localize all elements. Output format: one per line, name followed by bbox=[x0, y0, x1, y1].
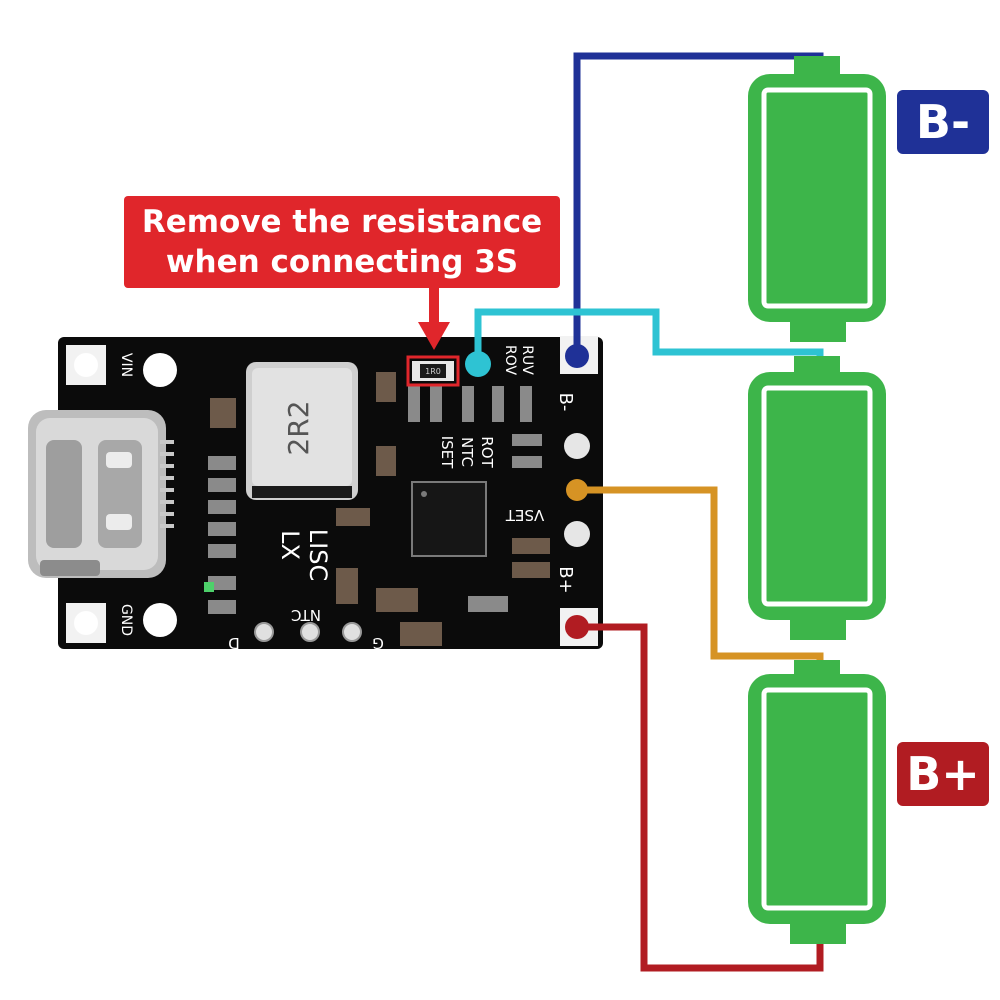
inductor-marking: 2R2 bbox=[282, 400, 315, 455]
silk-iset: ISET bbox=[438, 436, 456, 469]
silk-ruv: RUV bbox=[519, 345, 535, 375]
callout-label: Remove the resistance when connecting 3S bbox=[124, 196, 560, 288]
battery-cell-2 bbox=[748, 356, 886, 640]
removable-resistor: 1R0 bbox=[406, 355, 460, 387]
battery-cell-3 bbox=[748, 660, 886, 944]
callout-line-1: Remove the resistance bbox=[141, 204, 543, 240]
smd-components bbox=[204, 372, 550, 646]
wire-cell-1-2 bbox=[474, 308, 824, 372]
charger-board: 2R2 bbox=[28, 336, 603, 652]
silk-vin: VIN bbox=[118, 353, 134, 377]
b-minus-tag: B- bbox=[897, 90, 989, 154]
mounting-hole-bottom-left bbox=[66, 603, 106, 643]
silk-ntc-bottom: NTC bbox=[291, 606, 321, 624]
inductor: 2R2 bbox=[246, 362, 358, 500]
wire-b-plus bbox=[577, 623, 824, 972]
silk-ntc: NTC bbox=[458, 437, 476, 467]
hole-top bbox=[143, 353, 177, 387]
usb-c-connector bbox=[28, 410, 174, 578]
b-plus-tag: B+ bbox=[897, 742, 989, 806]
callout-line-2: when connecting 3S bbox=[165, 244, 519, 280]
silk-g: G bbox=[372, 634, 384, 652]
silk-gnd: GND bbox=[118, 604, 134, 636]
silkscreen: VIN GND LX LISC NTC D G RUV ROV ISET NTC… bbox=[118, 345, 576, 652]
resistor-code: 1R0 bbox=[425, 367, 441, 376]
dot-cell-2-3 bbox=[566, 479, 588, 501]
silk-rov: ROV bbox=[502, 345, 518, 376]
bottom-pads bbox=[254, 622, 362, 642]
hole-bottom bbox=[143, 603, 177, 637]
pad-mid-top bbox=[564, 433, 590, 459]
dot-b-minus bbox=[565, 344, 589, 368]
mounting-hole-top-left bbox=[66, 345, 106, 385]
silk-lx: LX bbox=[276, 530, 304, 560]
pad-mid-bottom bbox=[564, 521, 590, 547]
battery-cell-1 bbox=[748, 56, 886, 342]
silk-vset: VSET bbox=[505, 506, 544, 524]
dot-cell-1-2 bbox=[465, 351, 491, 377]
silk-lisc: LISC bbox=[304, 529, 332, 581]
silk-b-plus: B+ bbox=[555, 566, 576, 593]
dot-b-plus bbox=[565, 615, 589, 639]
callout-arrow bbox=[418, 286, 450, 350]
resistor-highlight-box bbox=[406, 355, 460, 387]
silk-d: D bbox=[228, 634, 240, 652]
silk-b-minus: B- bbox=[555, 393, 576, 412]
silk-rot: ROT bbox=[478, 436, 496, 468]
